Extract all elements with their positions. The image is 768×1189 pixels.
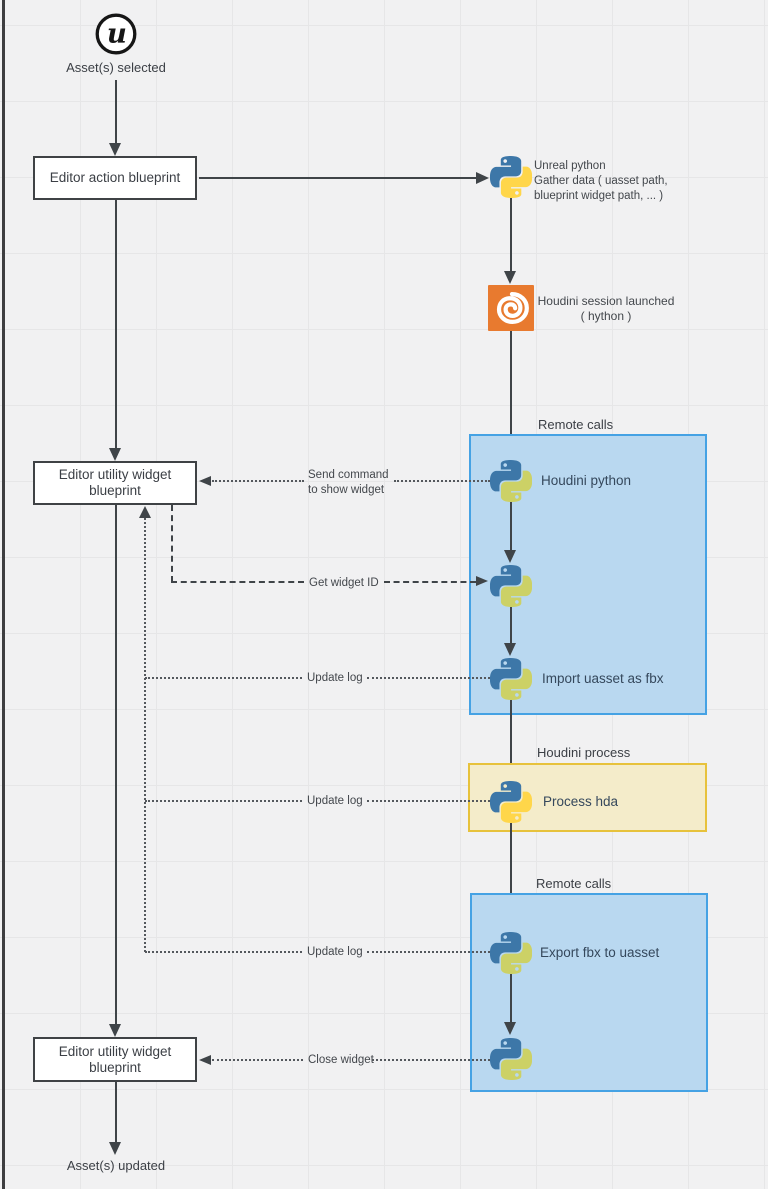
zone-title-remote-calls-2: Remote calls [536,876,612,891]
step-export-fbx: Export fbx to uasset [540,945,660,960]
get-widget-id-line [384,581,476,583]
arrowhead-down [109,448,121,461]
houdini-session-annotation: Houdini session launched ( hython ) [536,294,676,324]
step-houdini-python: Houdini python [541,473,632,488]
arrow-zone1-a [510,502,512,550]
annotation-line: Gather data ( uasset path, [534,175,668,187]
send-command-label-line2: to show widget [308,484,385,496]
zone-title-houdini-process: Houdini process [537,745,631,760]
update-log-label: Update log [307,672,363,684]
send-command-label: Send command to show widget [308,468,389,498]
arrow-houdini-to-zone1 [510,331,512,443]
annotation-line: Houdini session launched [537,294,675,308]
python-icon [490,1038,532,1080]
send-command-line [394,480,490,482]
editor-action-blueprint-label: Editor action blueprint [49,170,181,185]
annotation-line: blueprint widget path, ... ) [534,190,664,202]
update-log-label: Update log [307,946,363,958]
send-command-label-line1: Send command [308,469,389,481]
arrow-widget1-to-widget2 [115,505,117,1024]
close-widget-line [212,1059,303,1061]
python-icon [490,156,532,198]
update-log-line [367,677,490,679]
arrowhead-up [139,506,151,518]
update-log-label: Update log [307,795,363,807]
arrowhead-down [109,1142,121,1155]
start-label: Asset(s) selected [66,60,166,75]
python-icon [490,565,532,607]
arrow-hda-to-zone2 [510,823,512,917]
arrow-start-to-action [115,80,117,143]
svg-text:u: u [107,18,127,50]
python-icon [490,932,532,974]
arrowhead-down [504,550,516,563]
update-log-line [145,800,302,802]
python-icon [490,460,532,502]
update-log-line [145,677,302,679]
editor-utility-widget-node-1: Editor utility widget blueprint [33,461,197,505]
end-label: Asset(s) updated [66,1158,166,1173]
get-widget-id-line [171,581,304,583]
arrowhead-down [109,1024,121,1037]
widget2-label-line2: blueprint [89,1059,141,1075]
get-widget-id-line [171,505,173,582]
unreal-engine-icon: u [94,12,138,56]
arrowhead-down [504,1022,516,1035]
python-icon [490,781,532,823]
arrowhead-down [504,643,516,656]
canvas-left-edge [2,0,5,1189]
widget2-label-line1: Editor utility widget [58,1043,172,1059]
arrowhead-down [109,143,121,156]
step-import-uasset: Import uasset as fbx [542,671,664,686]
close-widget-label: Close widget [308,1054,374,1066]
update-log-trunk-line [144,518,146,952]
annotation-line: Unreal python [534,160,606,172]
arrow-action-to-python [199,177,476,179]
unreal-python-annotation: Unreal python Gather data ( uasset path,… [534,159,668,204]
widget1-label-line2: blueprint [89,483,141,498]
remote-calls-zone-2 [470,893,708,1092]
update-log-line [145,951,302,953]
houdini-icon [488,285,534,331]
remote-calls-zone-1 [469,434,707,715]
python-icon [490,658,532,700]
arrowhead-right [476,172,489,184]
arrow-python-to-houdini [510,198,512,271]
update-log-line [367,800,490,802]
step-process-hda: Process hda [543,794,619,809]
get-widget-id-label: Get widget ID [309,577,379,589]
update-log-line [367,951,490,953]
close-widget-line [372,1059,490,1061]
arrow-zone1-to-hda [510,700,512,765]
arrowhead-right [476,576,488,586]
arrowhead-left [199,476,211,486]
send-command-line [212,480,304,482]
editor-action-blueprint-node: Editor action blueprint [33,156,197,200]
arrow-action-to-widget1 [115,200,117,448]
arrowhead-left [199,1055,211,1065]
widget1-label-line1: Editor utility widget [58,467,172,482]
zone-title-remote-calls-1: Remote calls [538,417,614,432]
arrow-widget2-to-end [115,1082,117,1142]
arrow-zone1-b [510,607,512,643]
arrow-zone2-a [510,974,512,1022]
annotation-line: ( hython ) [580,309,632,323]
arrowhead-down [504,271,516,284]
editor-utility-widget-node-2: Editor utility widget blueprint [33,1037,197,1082]
